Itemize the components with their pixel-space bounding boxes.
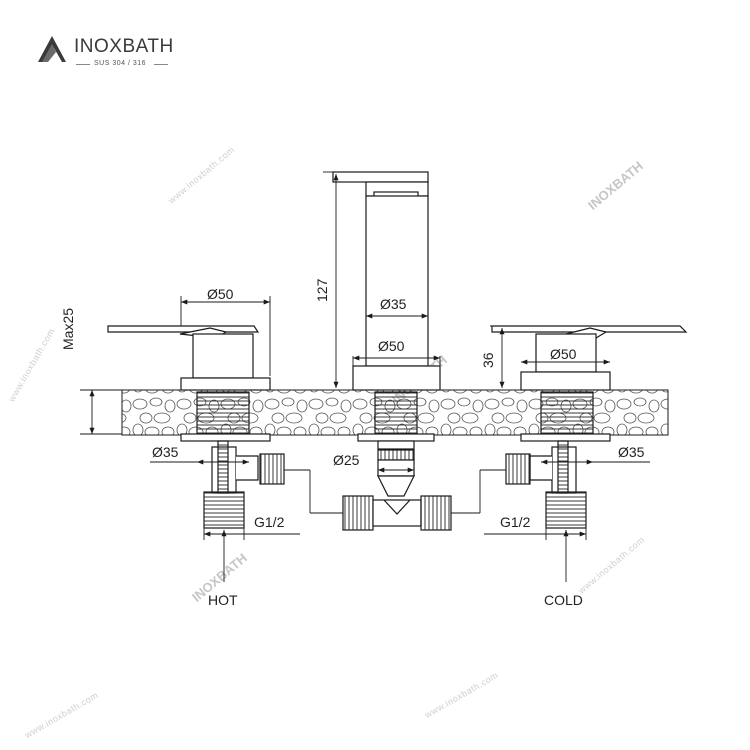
dim-left-thread: G1/2 xyxy=(254,514,285,530)
dim-right-thread: G1/2 xyxy=(500,514,531,530)
dim-spout-height: 127 xyxy=(314,278,330,302)
brand-name: INOXBATH xyxy=(74,36,174,57)
brand-rule-left xyxy=(76,64,90,65)
hot-label: HOT xyxy=(208,592,238,608)
left-hot-handle xyxy=(107,325,285,529)
dim-max-height: Max25 xyxy=(60,307,76,350)
right-cold-handle xyxy=(491,325,688,529)
cold-label: COLD xyxy=(544,592,583,608)
dim-right-shank-diameter: Ø35 xyxy=(618,444,645,460)
brand-rule-right xyxy=(154,64,168,65)
dim-spout-base-diameter: Ø50 xyxy=(378,338,405,354)
brand-logo: INOXBATH SUS 304 / 316 xyxy=(36,32,196,74)
brand-subtitle: SUS 304 / 316 xyxy=(94,60,147,67)
dim-spout-diameter: Ø35 xyxy=(380,296,407,312)
dim-left-shank-diameter: Ø35 xyxy=(152,444,179,460)
dim-right-handle-height: 36 xyxy=(480,352,496,368)
brand-mountain-icon xyxy=(38,36,66,62)
dim-spout-shank-diameter: Ø25 xyxy=(333,452,360,468)
center-spout xyxy=(332,171,452,531)
dim-left-handle-diameter: Ø50 xyxy=(207,286,234,302)
dimension-lines xyxy=(80,171,650,582)
dim-right-handle-diameter: Ø50 xyxy=(550,346,577,362)
